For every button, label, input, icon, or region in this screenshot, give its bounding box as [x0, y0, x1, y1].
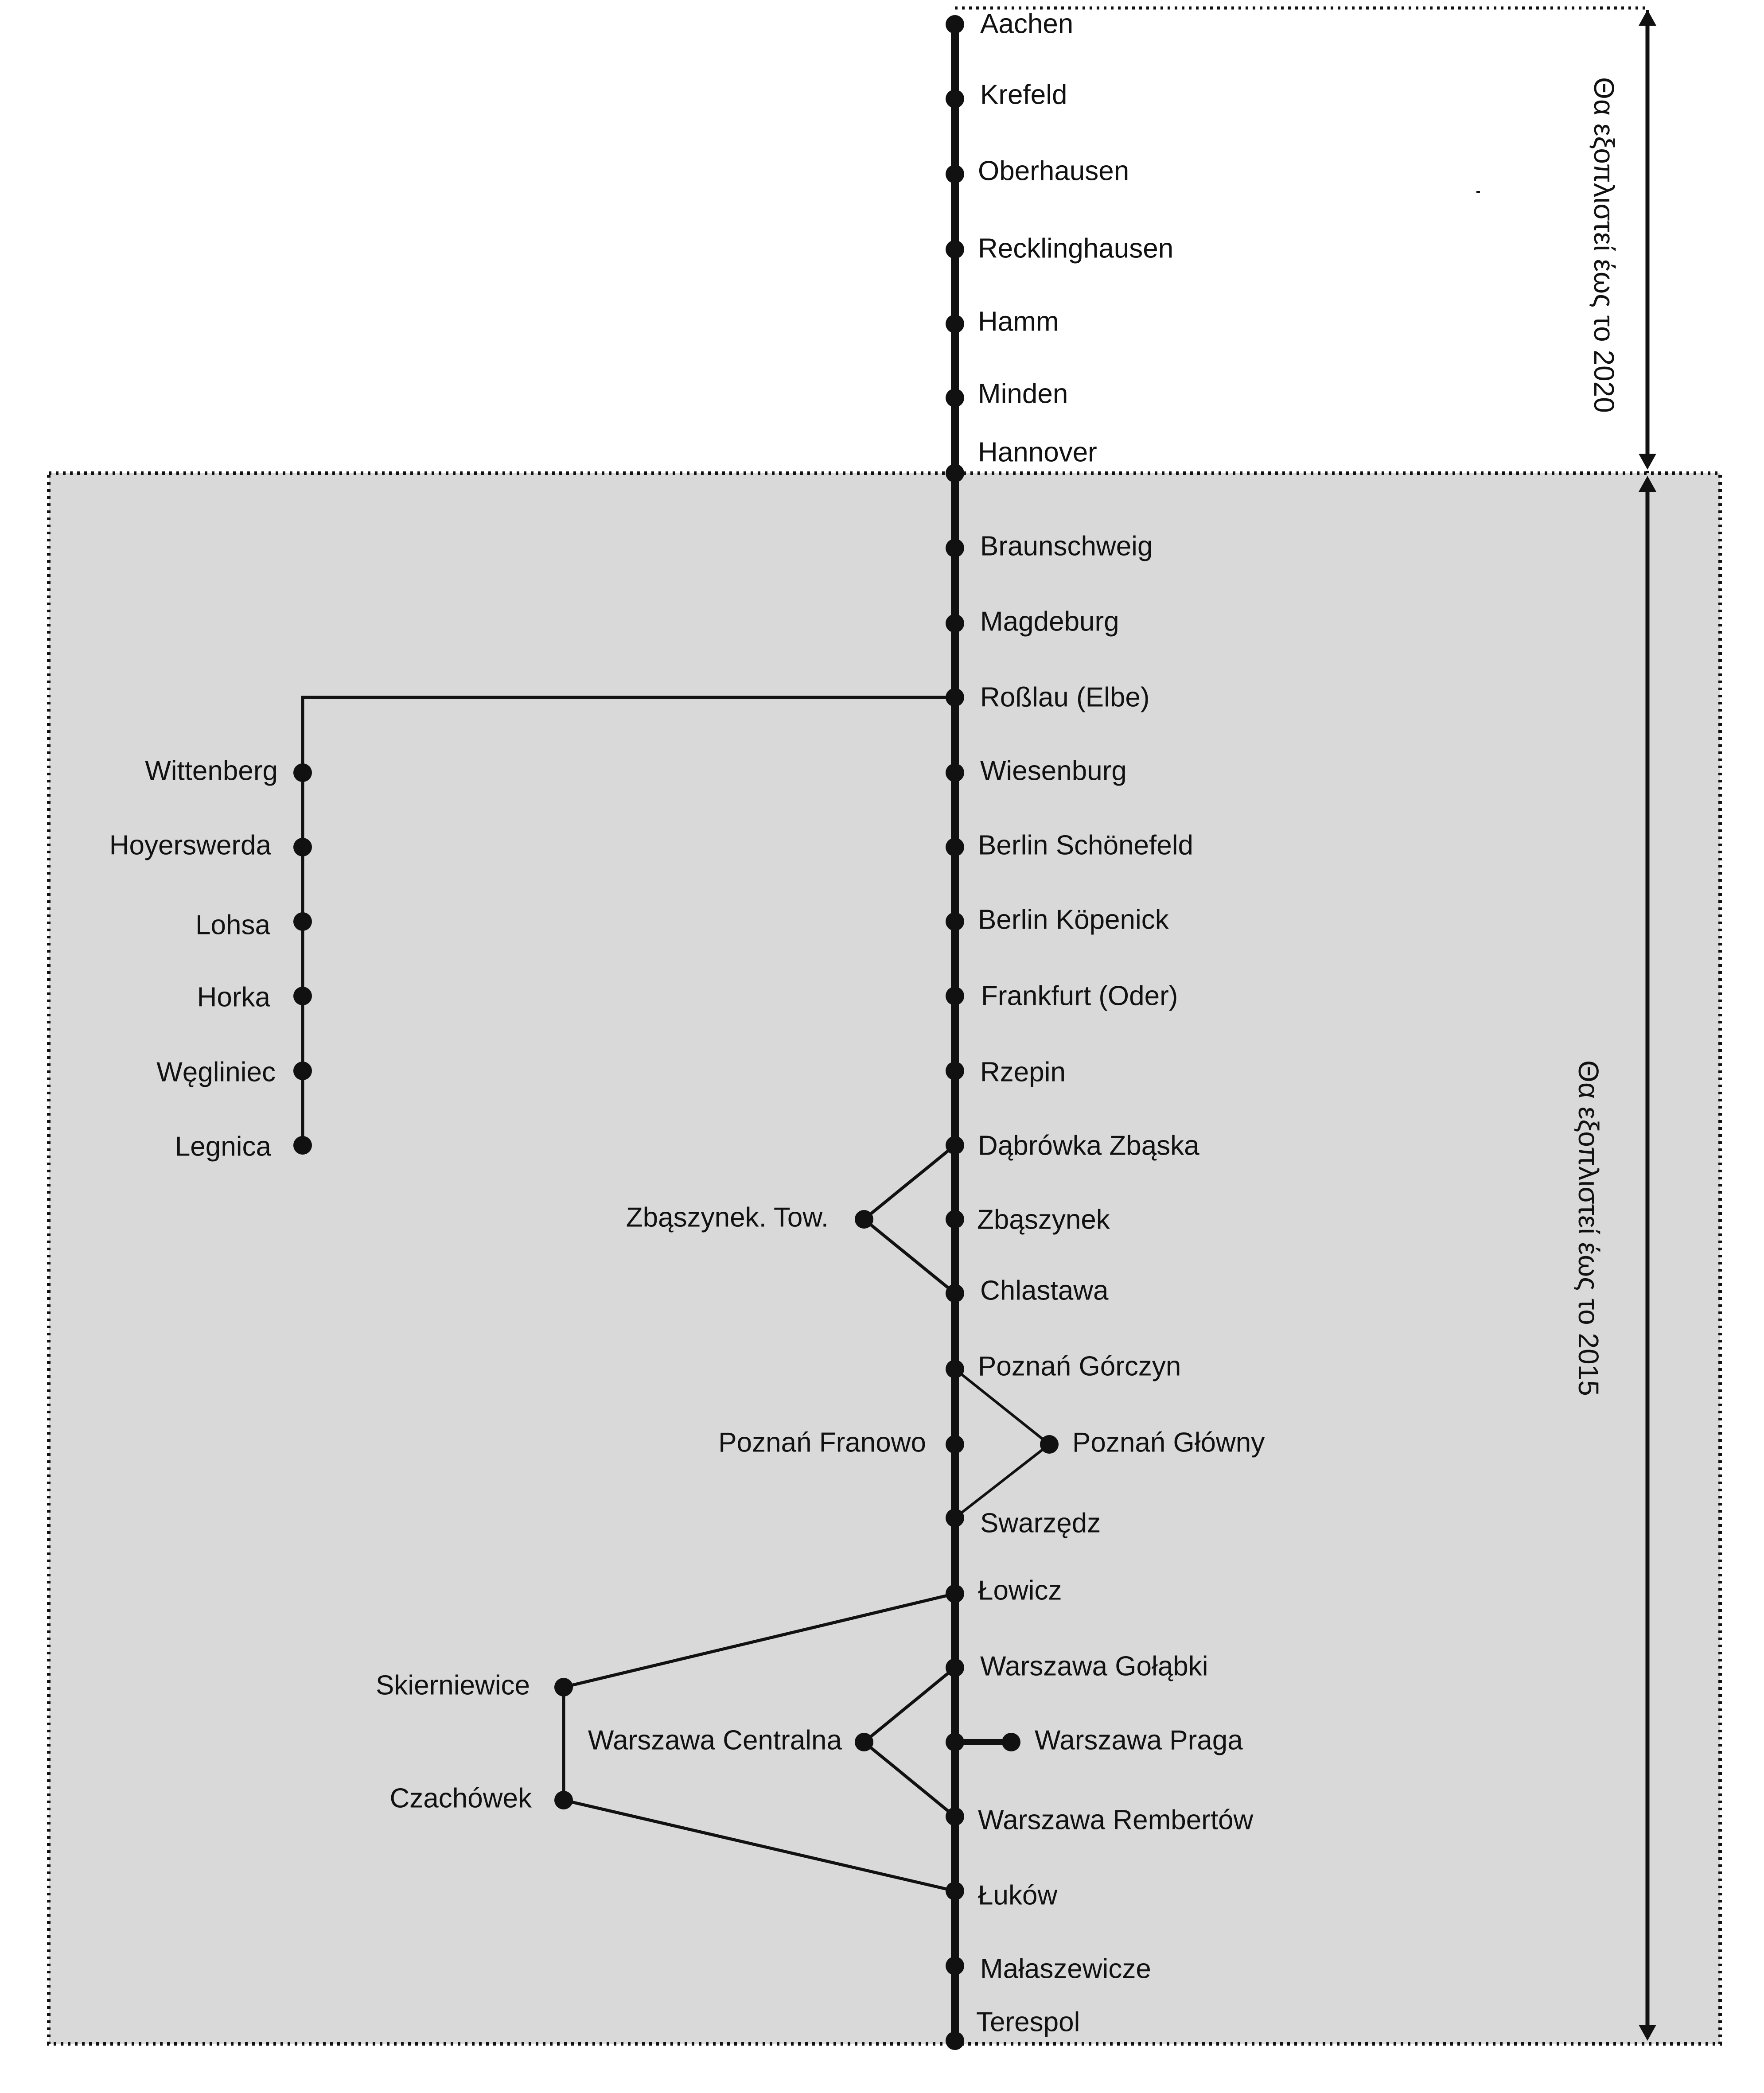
phase-2015-arrow-head-bottom — [1639, 2025, 1656, 2041]
phase-2015-arrow-head-top — [1639, 476, 1656, 492]
main-line-labels: Aachen Krefeld Oberhausen Recklinghausen… — [718, 8, 1253, 2037]
bypass-nodes — [554, 1210, 1059, 1809]
west-branch-labels: Wittenberg Hoyerswerda Lohsa Horka Węgli… — [109, 755, 278, 1162]
phase-2020-arrow-head-bottom — [1639, 454, 1656, 470]
node-horka — [293, 987, 312, 1005]
label-poznan-franowo: Poznań Franowo — [718, 1427, 926, 1458]
node-warszawa-rembertow — [946, 1807, 964, 1826]
phase-2020-arrow-head-top — [1639, 10, 1656, 26]
node-dabrowka-zbaska — [946, 1136, 964, 1155]
label-warszawa-centralna: Warszawa Centralna — [588, 1725, 842, 1755]
node-warszawa-praga — [1002, 1733, 1020, 1751]
label-minden: Minden — [978, 378, 1068, 409]
label-terespol: Terespol — [976, 2007, 1080, 2037]
node-warszawa-praga-junction — [946, 1733, 964, 1751]
node-czachowek — [554, 1791, 573, 1809]
node-wegliniec — [293, 1062, 312, 1080]
phase-2015-region — [47, 471, 1722, 2046]
node-warszawa-centralna — [855, 1733, 873, 1751]
node-minden — [946, 389, 964, 407]
node-poznan-glowny — [1040, 1435, 1059, 1454]
node-magdeburg — [946, 614, 964, 633]
node-frankfurt-oder — [946, 987, 964, 1005]
label-swarzedz: Swarzędz — [980, 1508, 1101, 1538]
skierniewice-czachowek-bypass-line — [562, 1592, 955, 1893]
label-hoyerswerda: Hoyerswerda — [109, 830, 272, 860]
node-terespol — [946, 2031, 964, 2050]
label-legnica: Legnica — [175, 1131, 272, 1162]
label-skierniewice: Skierniewice — [376, 1670, 530, 1700]
bypass-labels: Zbąszynek. Tow. Poznań Główny Warszawa C… — [376, 1202, 1265, 1813]
node-krefeld — [946, 89, 964, 108]
label-aachen: Aachen — [980, 8, 1073, 39]
label-poznan-gorczyn: Poznań Górczyn — [978, 1351, 1181, 1381]
label-hamm: Hamm — [978, 306, 1059, 337]
node-legnica — [293, 1136, 312, 1155]
node-lowicz — [946, 1584, 964, 1603]
label-hannover: Hannover — [978, 437, 1097, 467]
node-malaszewicze — [946, 1957, 964, 1975]
label-berlin-koepenick: Berlin Köpenick — [978, 904, 1169, 935]
label-warszawa-praga: Warszawa Praga — [1035, 1725, 1243, 1755]
label-zbaszynek: Zbąszynek — [977, 1204, 1110, 1235]
node-wiesenburg — [946, 763, 964, 782]
node-rzepin — [946, 1062, 964, 1080]
phase-2020-label: Θα εξοπλιστεί έως το 2020 — [1588, 77, 1620, 413]
label-frankfurt-oder: Frankfurt (Oder) — [981, 980, 1178, 1011]
label-rzepin: Rzepin — [980, 1057, 1066, 1087]
label-braunschweig: Braunschweig — [980, 531, 1153, 561]
label-czachowek: Czachówek — [390, 1783, 532, 1813]
label-recklinghausen: Recklinghausen — [978, 233, 1173, 264]
node-chlastawa — [946, 1284, 964, 1303]
label-warszawa-golabki: Warszawa Gołąbki — [980, 1651, 1208, 1681]
label-krefeld: Krefeld — [980, 79, 1067, 110]
node-lohsa — [293, 912, 312, 931]
label-lukow: Łuków — [978, 1880, 1057, 1910]
node-hamm — [946, 315, 964, 333]
label-wiesenburg: Wiesenburg — [980, 755, 1127, 786]
label-berlin-schoenefeld: Berlin Schönefeld — [978, 830, 1193, 860]
node-zbaszynek-tow — [855, 1210, 873, 1229]
label-malaszewicze: Małaszewicze — [980, 1953, 1151, 1984]
node-rosslau — [946, 688, 964, 707]
label-wegliniec: Węgliniec — [156, 1057, 276, 1087]
node-warszawa-golabki — [946, 1658, 964, 1677]
label-oberhausen: Oberhausen — [978, 156, 1129, 186]
label-poznan-glowny: Poznań Główny — [1072, 1427, 1265, 1458]
node-oberhausen — [946, 165, 964, 183]
node-swarzedz — [946, 1509, 964, 1527]
main-line-nodes — [946, 15, 964, 2050]
node-aachen — [946, 15, 964, 34]
label-horka: Horka — [197, 982, 271, 1012]
label-lowicz: Łowicz — [978, 1575, 1062, 1606]
label-lohsa: Lohsa — [195, 910, 270, 940]
node-wittenberg — [293, 763, 312, 782]
node-braunschweig — [946, 539, 964, 557]
node-berlin-schoenefeld — [946, 838, 964, 856]
label-zbaszynek-tow: Zbąszynek. Tow. — [626, 1202, 829, 1233]
node-poznan-gorczyn — [946, 1360, 964, 1378]
phase-2015-label: Θα εξοπλιστεί έως το 2015 — [1573, 1060, 1604, 1396]
node-lukow — [946, 1882, 964, 1900]
node-skierniewice — [554, 1678, 573, 1696]
label-wittenberg: Wittenberg — [145, 755, 278, 786]
node-poznan-franowo — [946, 1435, 964, 1454]
node-recklinghausen — [946, 240, 964, 259]
label-rosslau: Roßlau (Elbe) — [980, 682, 1149, 712]
node-hoyerswerda — [293, 838, 312, 856]
label-chlastawa: Chlastawa — [980, 1275, 1109, 1306]
node-hannover — [946, 464, 964, 482]
node-berlin-koepenick — [946, 912, 964, 931]
node-zbaszynek — [946, 1210, 964, 1229]
label-warszawa-rembertow: Warszawa Rembertów — [978, 1805, 1254, 1835]
label-dabrowka-zbaska: Dąbrówka Zbąska — [978, 1130, 1199, 1161]
label-magdeburg: Magdeburg — [980, 606, 1119, 637]
west-branch-nodes — [293, 763, 312, 1155]
